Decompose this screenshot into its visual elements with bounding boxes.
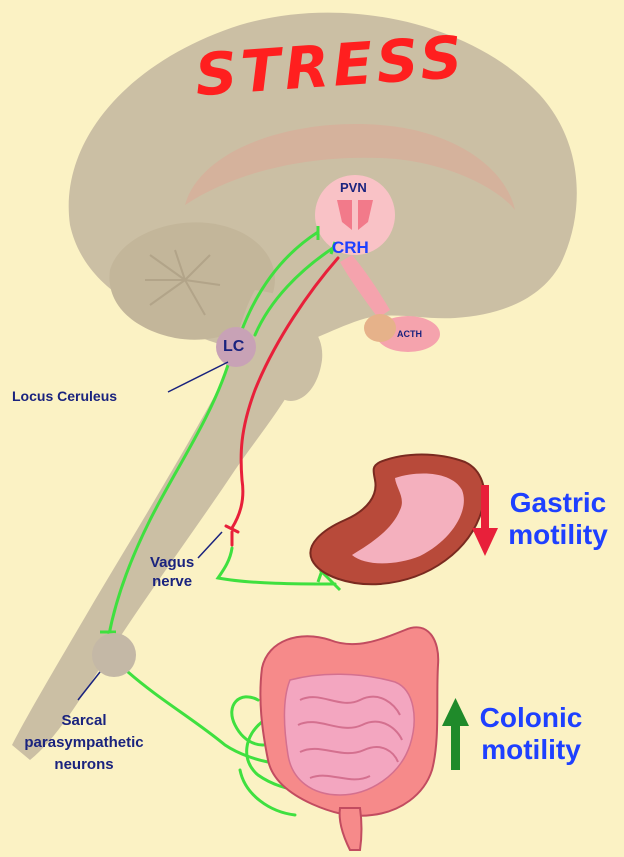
small-intestine-loops [297,695,403,781]
colonic-line-2: motility [481,734,581,765]
gastric-line-1: Gastric [509,487,607,518]
lc-node [216,327,256,367]
small-intestine [283,673,415,796]
pvn-nucleus-left [337,200,352,230]
inhibitory-pathway [224,256,340,547]
vagus-line-1: Vagus [150,554,195,571]
acth-label: ACTH [397,329,422,339]
brain-corpus-callosum [185,124,515,210]
pvn-label: PVN [340,180,367,195]
gastric-motility-label: Gastric motility [492,487,624,551]
sacral-line-3: neurons [54,756,114,773]
brainstem [12,290,311,760]
vagus-nerve-label: Vagus nerve [150,553,194,591]
gastric-down-arrow [472,485,498,556]
pvn-circle [315,175,395,255]
sacral-line-1: Sarcal [61,712,107,729]
pvn-nucleus-right [358,200,373,230]
stomach-lining [352,473,464,564]
colonic-motility-label: Colonic motility [466,702,596,766]
colonic-line-1: Colonic [479,702,583,733]
pons [269,317,323,401]
leader-lines [77,361,229,701]
sacral-line-2: parasympathetic [24,734,144,751]
crh-label: CRH [332,238,369,257]
pituitary-back [364,314,396,342]
cerebellum-folia [145,249,221,316]
gastric-line-2: motility [508,519,608,550]
sacral-node [92,633,136,677]
pituitary-stalk [340,255,390,318]
sacral-neurons-label: Sarcal parasympathetic neurons [4,710,164,776]
vagus-line-2: nerve [152,573,193,590]
locus-ceruleus-label: Locus Ceruleus [12,388,118,404]
rectum [338,807,363,851]
lc-label: LC [223,338,245,355]
colonic-up-arrow [442,698,469,770]
